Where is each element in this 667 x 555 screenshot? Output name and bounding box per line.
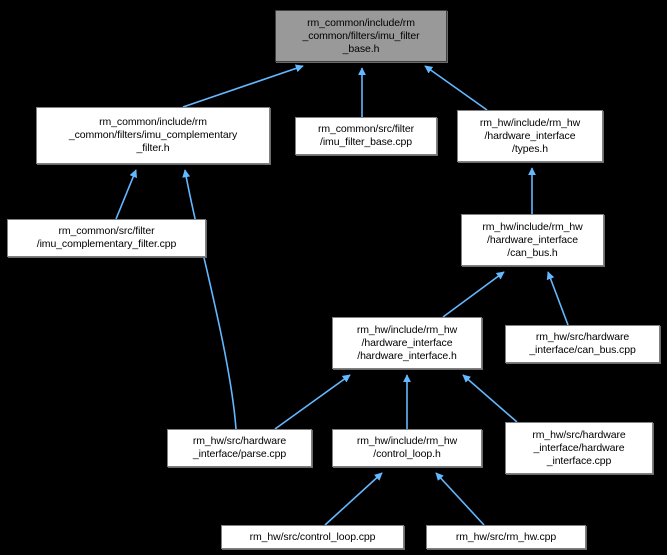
- node-parse_cpp[interactable]: rm_hw/src/hardware _interface/parse.cpp: [167, 429, 312, 467]
- node-control_loop_h[interactable]: rm_hw/include/rm_hw /control_loop.h: [332, 429, 482, 467]
- edge-hardware_interface_h-to-can_bus_h: [442, 271, 505, 318]
- edge-can_bus_cpp-to-can_bus_h: [546, 271, 569, 326]
- node-types_h[interactable]: rm_hw/include/rm_hw /hardware_interface …: [457, 110, 603, 162]
- edge-types_h-to-imu_filter_base_h: [424, 65, 488, 111]
- node-can_bus_h[interactable]: rm_hw/include/rm_hw /hardware_interface …: [461, 214, 604, 266]
- node-can_bus_cpp[interactable]: rm_hw/src/hardware _interface/can_bus.cp…: [505, 325, 660, 363]
- node-control_loop_cpp[interactable]: rm_hw/src/control_loop.cpp: [221, 525, 404, 549]
- node-imu_filter_base_cpp[interactable]: rm_common/src/filter /imu_filter_base.cp…: [295, 117, 437, 155]
- node-imu_filter_base_h[interactable]: rm_common/include/rm _common/filters/imu…: [275, 10, 447, 62]
- edge-parse_cpp-to-imu_complementary_filter_h: [182, 169, 237, 430]
- edge-imu_complementary_filter_cpp-to-imu_complementary_filter_h: [115, 169, 137, 220]
- node-rm_hw_cpp[interactable]: rm_hw/src/rm_hw.cpp: [426, 525, 586, 549]
- edge-imu_complementary_filter_h-to-imu_filter_base_h: [182, 64, 304, 108]
- node-hardware_interface_h[interactable]: rm_hw/include/rm_hw /hardware_interface …: [332, 317, 482, 369]
- edge-hardware_interface_cpp-to-hardware_interface_h: [462, 374, 518, 423]
- node-hardware_interface_cpp[interactable]: rm_hw/src/hardware _interface/hardware _…: [505, 422, 653, 474]
- edge-rm_hw_cpp-to-control_loop_h: [435, 472, 485, 526]
- node-imu_complementary_filter_cpp[interactable]: rm_common/src/filter /imu_complementary_…: [7, 219, 206, 257]
- edge-control_loop_cpp-to-control_loop_h: [324, 472, 383, 526]
- node-imu_complementary_filter_h[interactable]: rm_common/include/rm _common/filters/imu…: [36, 107, 270, 164]
- edge-parse_cpp-to-hardware_interface_h: [274, 374, 351, 430]
